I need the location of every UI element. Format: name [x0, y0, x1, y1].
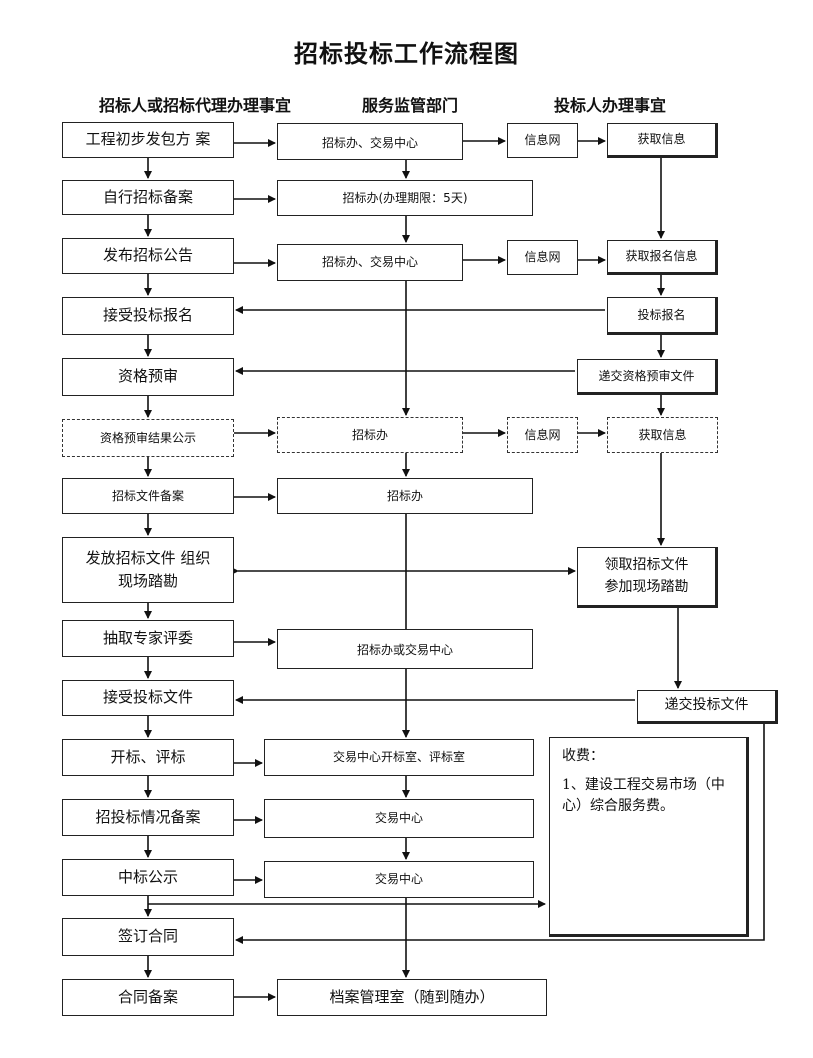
office-tender-office-5-days: 招标办(办理期限：5天): [277, 180, 533, 216]
step-initial-contracting-plan: 工程初步发包方 案: [62, 122, 234, 158]
fees-note-title: 收费：: [562, 748, 604, 764]
step-label: 自行招标备案: [102, 187, 193, 206]
info-network-2: 信息网: [507, 240, 578, 275]
office-label: 招标办: [386, 488, 423, 503]
fees-note: 收费： 1、建设工程交易市场（中心）综合服务费。: [549, 737, 749, 937]
office-archive-room: 档案管理室（随到随办）: [277, 979, 547, 1016]
office-label: 交易中心开标室、评标室: [332, 750, 465, 765]
office-tender-office-or-exchange: 招标办或交易中心: [277, 629, 533, 669]
step-prequalification: 资格预审: [62, 358, 234, 396]
bidder-label-line1: 领取招标文件: [604, 556, 689, 573]
step-publish-tender-notice: 发布招标公告: [62, 238, 234, 274]
bidder-label: 递交投标文件: [664, 697, 749, 714]
column-header-bidder: 投标人办理事宜: [553, 96, 667, 115]
bidder-submit-prequalification: 递交资格预审文件: [577, 359, 718, 395]
bidder-label: 投标报名: [637, 307, 686, 322]
info-network-3: 信息网: [507, 417, 578, 453]
step-label-line1: 发放招标文件 组织: [85, 548, 211, 567]
arrow-r10-l14: [235, 724, 765, 944]
office-label: 交易中心: [374, 811, 423, 826]
fees-note-item-1: 1、建设工程交易市场（中心）综合服务费。: [562, 777, 725, 814]
office-label: 交易中心: [374, 872, 423, 887]
office-tender-office-filing: 招标办: [277, 478, 533, 514]
step-label: 工程初步发包方 案: [85, 130, 211, 149]
step-award-publicity: 中标公示: [62, 859, 234, 896]
step-label: 招标文件备案: [111, 488, 184, 503]
step-accept-registration: 接受投标报名: [62, 297, 234, 335]
bidder-submit-bid-documents: 递交投标文件: [637, 690, 778, 724]
office-exchange-center-publicity: 交易中心: [264, 861, 534, 898]
step-label: 合同备案: [117, 987, 178, 1006]
info-label: 信息网: [524, 250, 561, 265]
bidder-collect-documents-site-visit: 领取招标文件 参加现场踏勘: [577, 547, 718, 608]
page-title: 招标投标工作流程图: [294, 40, 519, 68]
office-opening-evaluation-rooms: 交易中心开标室、评标室: [264, 739, 534, 776]
step-label: 资格预审: [117, 367, 178, 386]
bidder-label: 获取信息: [638, 427, 687, 442]
step-label: 发布招标公告: [102, 246, 193, 265]
step-accept-bid-documents: 接受投标文件: [62, 680, 234, 716]
office-exchange-center-filing: 交易中心: [264, 799, 534, 838]
step-issue-documents-site-visit: 发放招标文件 组织 现场踏勘: [62, 537, 234, 603]
office-tender-office-publicity: 招标办: [277, 417, 463, 453]
office-label: 档案管理室（随到随办）: [329, 987, 495, 1006]
office-label: 招标办或交易中心: [356, 643, 453, 658]
step-label: 资格预审结果公示: [99, 430, 196, 445]
step-label: 签订合同: [117, 927, 178, 946]
step-label: 接受投标报名: [102, 306, 193, 325]
step-bidding-record-filing: 招投标情况备案: [62, 799, 234, 836]
step-label: 接受投标文件: [102, 688, 193, 707]
bidder-register: 投标报名: [607, 297, 718, 335]
step-label-line2: 现场踏勘: [117, 572, 178, 590]
step-sign-contract: 签订合同: [62, 918, 234, 956]
office-label: 招标办(办理期限：5天): [342, 190, 468, 205]
bidder-get-registration-info: 获取报名信息: [607, 240, 718, 275]
office-label: 招标办: [351, 427, 388, 442]
step-label: 开标、评标: [110, 747, 186, 766]
info-label: 信息网: [524, 427, 561, 442]
bidder-label: 递交资格预审文件: [598, 368, 695, 383]
office-label: 招标办、交易中心: [321, 136, 418, 151]
step-label: 招投标情况备案: [95, 807, 201, 826]
column-header-supervision: 服务监管部门: [361, 96, 459, 115]
step-contract-filing: 合同备案: [62, 979, 234, 1016]
office-label: 招标办、交易中心: [321, 255, 418, 270]
bidder-label-line2: 参加现场踏勘: [604, 578, 689, 595]
column-header-tenderer: 招标人或招标代理办理事宜: [98, 96, 292, 115]
step-label: 抽取专家评委: [102, 628, 193, 647]
bidder-get-info-2: 获取信息: [607, 417, 718, 453]
office-tender-office-exchange-center-1: 招标办、交易中心: [277, 123, 463, 160]
bidder-label: 获取报名信息: [625, 249, 698, 264]
step-bid-opening-evaluation: 开标、评标: [62, 739, 234, 776]
bidder-label: 获取信息: [637, 132, 686, 147]
step-select-experts: 抽取专家评委: [62, 620, 234, 657]
info-label: 信息网: [524, 133, 561, 148]
step-label: 中标公示: [117, 867, 178, 886]
bidder-get-info-1: 获取信息: [607, 123, 718, 158]
step-self-tender-filing: 自行招标备案: [62, 180, 234, 215]
office-tender-office-exchange-center-2: 招标办、交易中心: [277, 244, 463, 281]
info-network-1: 信息网: [507, 123, 578, 158]
step-tender-document-filing: 招标文件备案: [62, 478, 234, 514]
step-prequalification-publicity: 资格预审结果公示: [62, 419, 234, 457]
